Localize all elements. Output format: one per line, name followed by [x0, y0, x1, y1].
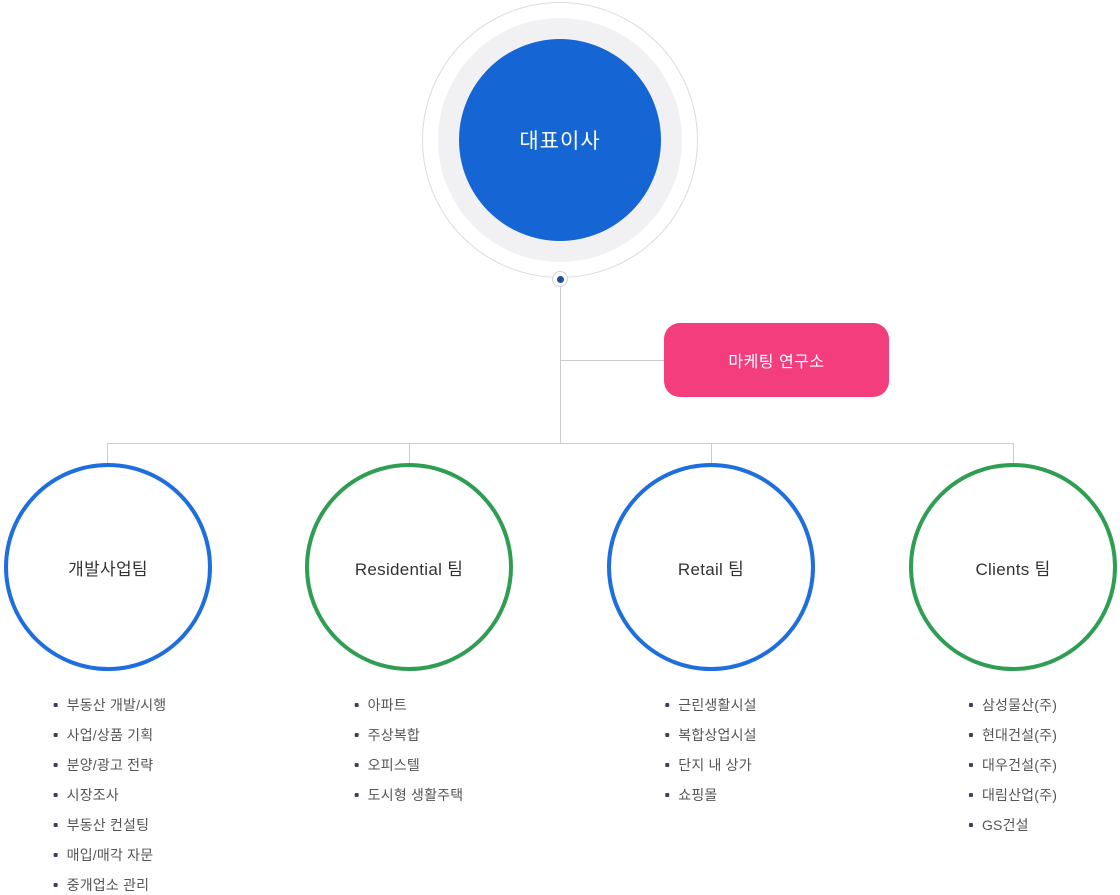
list-item: 현대건설(주) — [968, 720, 1058, 750]
list-item-label: 부동산 컨설팅 — [66, 817, 150, 833]
bullet-icon — [968, 823, 973, 827]
list-item-label: 쇼핑몰 — [678, 787, 718, 803]
list-item: 대림산업(주) — [968, 780, 1058, 810]
list-item: 사업/상품 기획 — [53, 720, 167, 750]
bullet-icon — [53, 733, 58, 737]
bullet-icon — [354, 793, 359, 797]
bullet-icon — [968, 733, 973, 737]
team-node-clients: Clients 팀 — [909, 463, 1117, 671]
bullet-icon — [665, 763, 670, 767]
bullet-icon — [968, 793, 973, 797]
list-item: 중개업소 관리 — [53, 870, 167, 895]
team-label: 개발사업팀 — [68, 559, 148, 579]
list-item: 복합상업시설 — [665, 720, 757, 750]
connector-stub-team2 — [409, 443, 410, 463]
list-item-label: 단지 내 상가 — [678, 757, 752, 773]
team-node-retail: Retail 팀 — [607, 463, 815, 671]
list-item-label: 오피스텔 — [367, 757, 420, 773]
bullet-icon — [53, 763, 58, 767]
list-item-label: 매입/매각 자문 — [66, 847, 154, 863]
list-item: 단지 내 상가 — [665, 750, 756, 780]
list-item: GS건설 — [968, 810, 1057, 840]
list-item-label: 시장조사 — [66, 787, 119, 803]
list-item-label: 삼성물산(주) — [981, 697, 1058, 713]
list-item-label: 근린생활시설 — [678, 697, 757, 713]
list-item: 근린생활시설 — [665, 690, 757, 720]
bullet-icon — [354, 733, 359, 737]
team-label: Residential 팀 — [354, 559, 464, 579]
bullet-icon — [53, 823, 58, 827]
list-item-label: 도시형 생활주택 — [367, 787, 464, 803]
list-item: 삼성물산(주) — [968, 690, 1058, 720]
connector-stub-team3 — [711, 443, 712, 463]
list-item: 아파트 — [354, 690, 464, 720]
team-node-development: 개발사업팀 — [4, 463, 212, 671]
list-item-label: 중개업소 관리 — [66, 877, 150, 893]
connector-dot — [552, 271, 568, 287]
list-item: 도시형 생활주택 — [354, 780, 464, 810]
bullet-icon — [53, 703, 58, 707]
list-item-label: 사업/상품 기획 — [66, 727, 154, 743]
bullet-icon — [53, 883, 58, 887]
list-item: 매입/매각 자문 — [53, 840, 167, 870]
connector-stub-team4 — [1013, 443, 1014, 463]
list-item: 부동산 컨설팅 — [53, 810, 167, 840]
list-item: 부동산 개발/시행 — [53, 690, 167, 720]
ceo-label: 대표이사 — [519, 130, 601, 153]
team-node-residential: Residential 팀 — [305, 463, 513, 671]
bullet-icon — [968, 763, 973, 767]
list-item-label: 대림산업(주) — [981, 787, 1058, 803]
ceo-node: 대표이사 — [459, 39, 661, 241]
connector-root-trunk — [560, 287, 561, 443]
marketing-research-node: 마케팅 연구소 — [664, 323, 889, 397]
bullet-icon — [53, 793, 58, 797]
team-item-list-clients: 삼성물산(주) 현대건설(주) 대우건설(주) 대림산업(주) GS건설 — [968, 690, 1058, 840]
list-item-label: 부동산 개발/시행 — [66, 697, 167, 713]
connector-stub-team1 — [107, 443, 108, 463]
list-item: 시장조사 — [53, 780, 167, 810]
list-item-label: 아파트 — [367, 697, 407, 713]
list-item-label: 분양/광고 전략 — [66, 757, 154, 773]
connector-team-trunk — [107, 443, 1014, 444]
connector-dot-core — [556, 275, 564, 283]
bullet-icon — [665, 733, 670, 737]
team-label: Clients 팀 — [975, 559, 1051, 579]
list-item-label: 현대건설(주) — [981, 727, 1058, 743]
list-item-label: 복합상업시설 — [678, 727, 757, 743]
connector-research-branch — [560, 360, 665, 361]
bullet-icon — [665, 793, 670, 797]
team-label: Retail 팀 — [677, 559, 745, 579]
list-item-label: GS건설 — [981, 817, 1029, 833]
list-item-label: 대우건설(주) — [981, 757, 1058, 773]
list-item: 주상복합 — [354, 720, 464, 750]
bullet-icon — [354, 703, 359, 707]
bullet-icon — [53, 853, 58, 857]
list-item: 쇼핑몰 — [665, 780, 756, 810]
bullet-icon — [665, 703, 670, 707]
bullet-icon — [968, 703, 973, 707]
list-item: 대우건설(주) — [968, 750, 1058, 780]
list-item: 오피스텔 — [354, 750, 464, 780]
bullet-icon — [354, 763, 359, 767]
list-item-label: 주상복합 — [367, 727, 420, 743]
marketing-research-label: 마케팅 연구소 — [728, 354, 825, 371]
list-item: 분양/광고 전략 — [53, 750, 167, 780]
